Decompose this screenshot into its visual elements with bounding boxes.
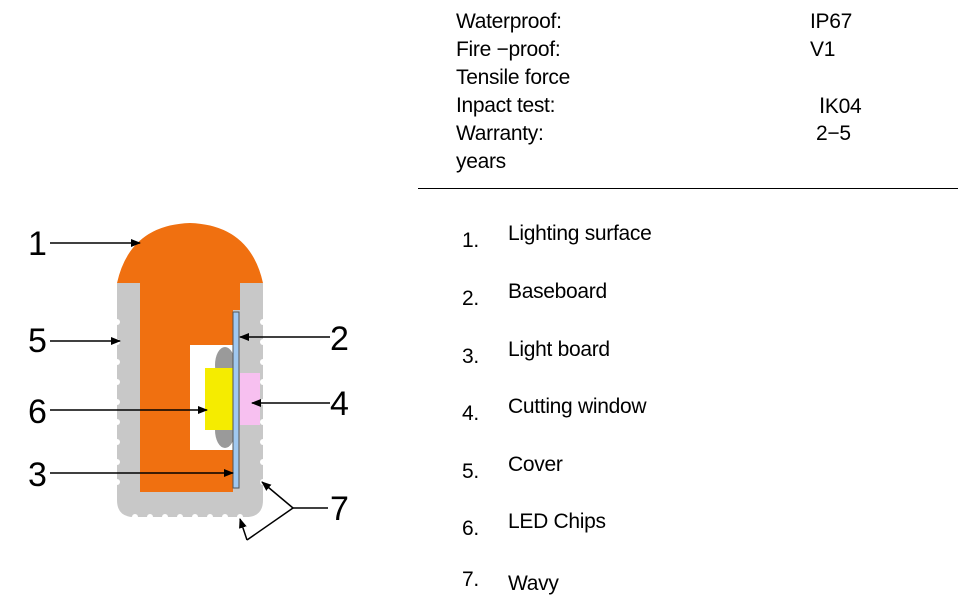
legend-label: Cutting window	[508, 395, 647, 418]
callout-number-5: 5	[28, 322, 47, 360]
legend-number: 5.	[462, 460, 479, 483]
callout-number-4: 4	[330, 385, 349, 423]
spec-list: Waterproof: IP67 Fire −proof: V1 Tensile…	[456, 10, 956, 178]
cutting-window	[240, 373, 260, 425]
legend-number: 6.	[462, 517, 479, 540]
legend-label: LED Chips	[508, 510, 606, 533]
spec-label: years	[456, 150, 506, 173]
callout-number-3: 3	[28, 456, 47, 494]
callout-line-7c	[239, 518, 248, 541]
spec-row: Warranty: 2−5	[456, 122, 956, 150]
spec-label: Warranty:	[456, 122, 544, 145]
legend-label: Cover	[508, 453, 563, 476]
spec-row: years	[456, 150, 956, 178]
spec-value: 2−5	[816, 122, 851, 145]
callout-number-7: 7	[330, 490, 349, 528]
legend-number: 2.	[462, 287, 479, 310]
spec-value: IP67	[810, 10, 852, 33]
callout-line-7b	[246, 507, 294, 541]
spec-row: Waterproof: IP67	[456, 10, 956, 38]
light-board	[232, 311, 240, 489]
spec-label: Waterproof:	[456, 10, 562, 33]
spec-row: Fire −proof: V1	[456, 38, 956, 66]
legend-label: Wavy	[508, 572, 559, 595]
spec-value: ⅠK04	[819, 95, 862, 118]
legend-number: 4.	[462, 402, 479, 425]
spec-row: Tensile force	[456, 66, 956, 94]
legend-number: 3.	[462, 345, 479, 368]
callout-number-2: 2	[330, 320, 349, 358]
legend-number: 1.	[462, 229, 479, 252]
callout-line-7a	[261, 481, 294, 509]
spec-label: Fire −proof:	[456, 38, 561, 61]
legend-number: 7.	[462, 568, 479, 591]
legend-label: Baseboard	[508, 280, 607, 303]
divider	[418, 188, 958, 189]
callout-number-6: 6	[28, 393, 47, 431]
spec-value: V1	[810, 38, 836, 61]
legend-label: Light board	[508, 338, 610, 361]
spec-label: Inpact test:	[456, 94, 556, 117]
led-chip	[205, 368, 235, 430]
spec-label: Tensile force	[456, 66, 570, 89]
legend-label: Lighting surface	[508, 222, 652, 245]
spec-row: Inpact test: ⅠK04	[456, 94, 956, 122]
callout-number-1: 1	[28, 225, 47, 263]
